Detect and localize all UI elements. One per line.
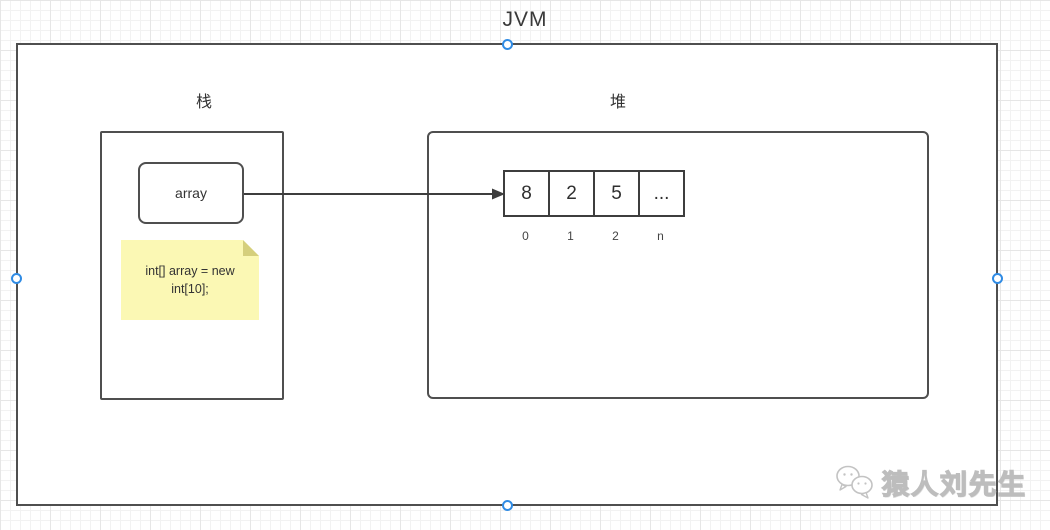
wechat-icon <box>836 465 873 499</box>
code-note-line1: int[] array = new <box>145 263 235 278</box>
array-index-row: 0 1 2 n <box>503 229 683 243</box>
array-cell[interactable]: 5 <box>593 170 640 217</box>
array-cell-value: 5 <box>611 182 622 204</box>
array-cell[interactable]: ... <box>638 170 685 217</box>
array-cell-value: 8 <box>521 182 532 204</box>
selection-handle-left[interactable] <box>11 273 22 284</box>
array-variable-label: array <box>175 185 207 201</box>
array-variable-box[interactable]: array <box>138 162 244 224</box>
array-cell[interactable]: 8 <box>503 170 550 217</box>
array-cell-value: 2 <box>566 182 577 204</box>
reference-arrow[interactable] <box>244 186 506 202</box>
watermark: 猿人刘先生 <box>835 463 1027 502</box>
heap-region-label: 堆 <box>609 94 626 111</box>
stack-region-label: 栈 <box>195 94 212 111</box>
array-index-label: 1 <box>567 229 574 243</box>
watermark-text: 猿人刘先生 <box>881 469 1027 500</box>
selection-handle-right[interactable] <box>992 273 1003 284</box>
array-index-label: 0 <box>522 229 529 243</box>
array-cells-row: 8 2 5 ... <box>503 170 685 217</box>
array-index-label: 2 <box>612 229 619 243</box>
diagram-title: JVM <box>502 8 548 31</box>
array-index-label: n <box>657 229 664 243</box>
selection-handle-bottom[interactable] <box>502 500 513 511</box>
selection-handle-top[interactable] <box>502 39 513 50</box>
array-cell[interactable]: 2 <box>548 170 595 217</box>
code-note[interactable]: int[] array = new int[10]; <box>121 240 259 320</box>
array-cell-value: ... <box>653 182 670 204</box>
code-note-line2: int[10]; <box>171 282 209 296</box>
